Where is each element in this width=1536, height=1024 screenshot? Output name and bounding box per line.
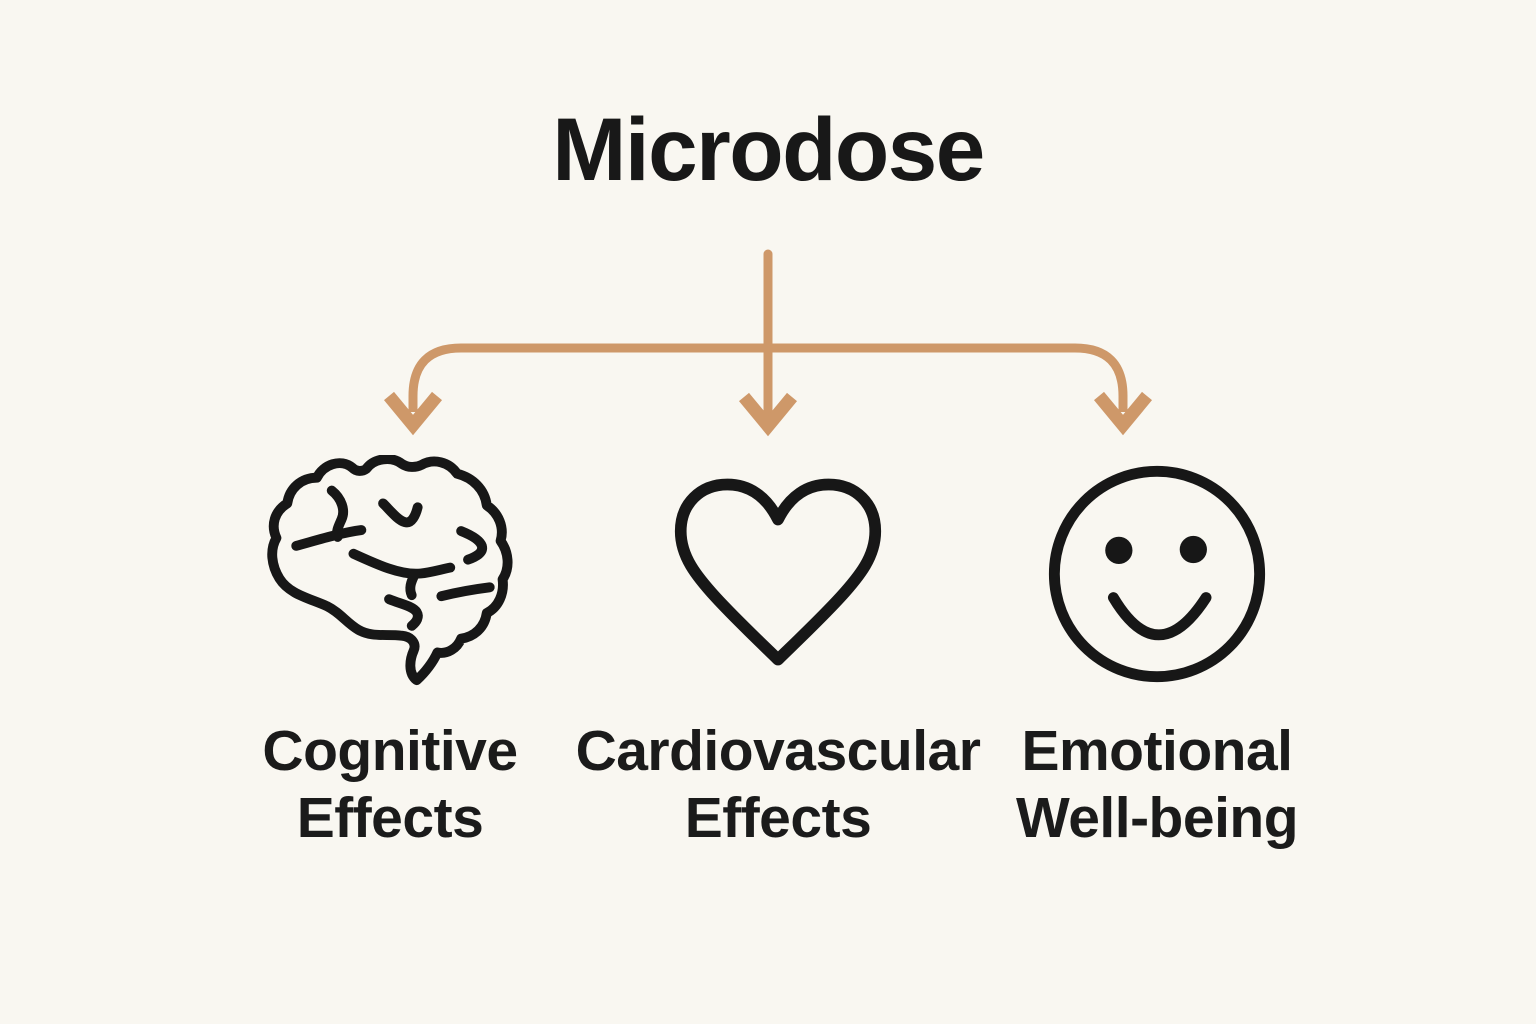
smiley-right-eye	[1179, 535, 1207, 563]
label-line-2: Effects	[296, 786, 484, 850]
center-arrowhead	[738, 392, 798, 437]
right-arrowhead	[1093, 391, 1153, 436]
left-arrowhead	[383, 391, 443, 436]
label-line-1: Cardiovascular	[575, 719, 981, 783]
label-line-2: Well-being	[1015, 786, 1299, 850]
label-line-1: Emotional	[1021, 719, 1293, 783]
brain-icon	[267, 455, 513, 686]
split-rail-line	[408, 343, 1128, 412]
diagram-title: Microdose	[552, 99, 985, 199]
branch-label-cardiovascular: Cardiovascular Effects	[576, 718, 981, 852]
branch-emotional: Emotional Well-being	[937, 455, 1377, 852]
smiley-left-eye	[1105, 536, 1133, 564]
branch-label-cognitive: Cognitive Effects	[262, 718, 518, 852]
branch-cardiovascular: Cardiovascular Effects	[558, 455, 998, 852]
branch-label-emotional: Emotional Well-being	[1015, 718, 1299, 852]
label-line-2: Effects	[684, 786, 872, 850]
smiley-icon	[1048, 465, 1266, 682]
branch-cognitive: Cognitive Effects	[170, 455, 610, 852]
label-line-1: Cognitive	[262, 719, 518, 783]
heart-icon	[674, 478, 882, 665]
